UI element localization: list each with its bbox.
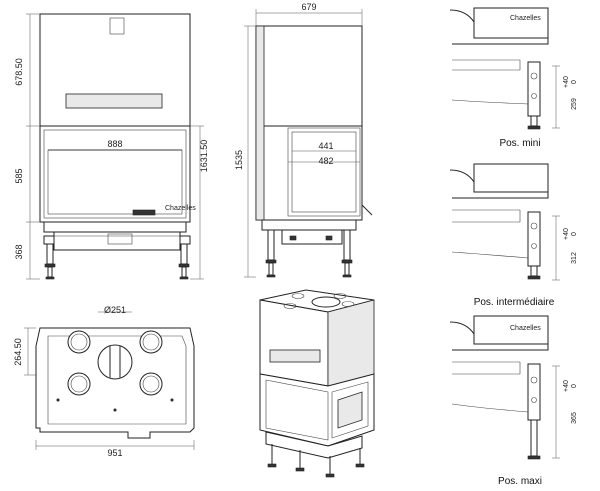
svg-text:0: 0 — [571, 80, 578, 84]
svg-text:0: 0 — [571, 384, 578, 388]
position-detail-mini: Chazelles +40 0 259 Pos. mini — [449, 7, 578, 149]
caption-pos-maxi: Pos. maxi — [498, 476, 542, 487]
svg-text:259: 259 — [571, 98, 578, 110]
svg-text:365: 365 — [571, 412, 578, 424]
dim-opening-width: 888 — [107, 139, 122, 149]
position-detail-maxi: Chazelles +40 0 365 Pos. maxi — [449, 315, 578, 487]
dim-base-height: 368 — [14, 244, 24, 259]
front-view: Chazelles 678.50 585 368 1631.50 888 — [14, 13, 209, 280]
side-view: 679 1535 441 482 — [234, 2, 373, 278]
dim-side-depth: 679 — [301, 2, 316, 12]
dim-inner-441: 441 — [318, 141, 333, 151]
brand-mark-maxi: Chazelles — [510, 325, 541, 332]
svg-text:312: 312 — [571, 252, 578, 264]
svg-text:+40: +40 — [563, 228, 570, 240]
caption-pos-intermediaire: Pos. intermédiaire — [474, 297, 555, 308]
brand-mark: Chazelles — [165, 205, 196, 212]
position-detail-intermediaire: +40 0 312 Pos. intermédiaire — [449, 163, 578, 308]
top-view: Ø251 264.50 951 — [13, 305, 195, 458]
dim-side-height: 1535 — [234, 150, 244, 170]
isometric-view — [259, 289, 375, 478]
dim-inner-482: 482 — [318, 156, 333, 166]
svg-text:+40: +40 — [563, 380, 570, 392]
dim-top-depth: 264.50 — [13, 338, 23, 366]
dim-flue-diameter: Ø251 — [104, 305, 126, 315]
dim-total-height: 1631.50 — [199, 140, 209, 173]
brand-mark-mini: Chazelles — [510, 15, 541, 22]
dim-hood-height: 678.50 — [14, 58, 24, 86]
dim-top-width: 951 — [107, 448, 122, 458]
svg-text:+40: +40 — [563, 76, 570, 88]
svg-text:0: 0 — [571, 232, 578, 236]
caption-pos-mini: Pos. mini — [499, 138, 540, 149]
dim-firebox-height: 585 — [14, 168, 24, 183]
